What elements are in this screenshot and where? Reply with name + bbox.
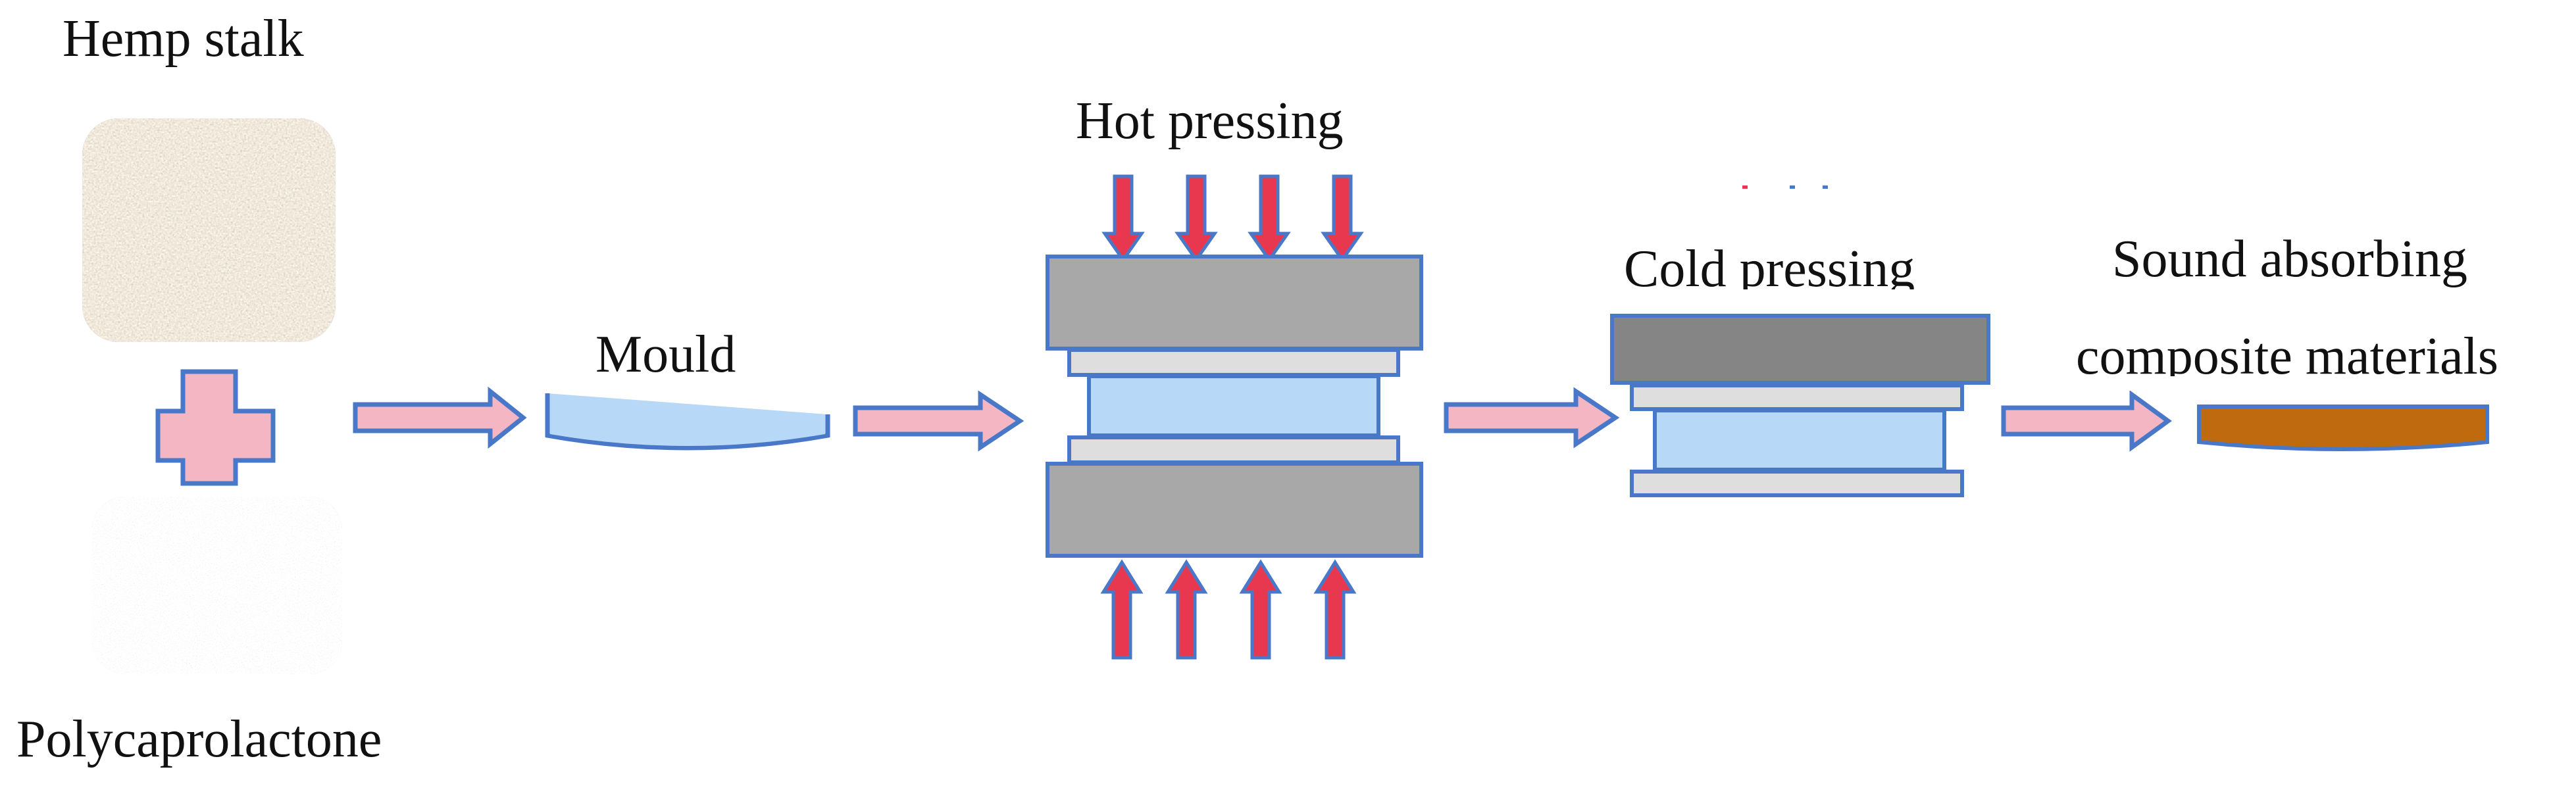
product-label-line2: composite materials xyxy=(2076,328,2498,385)
artifact-dot xyxy=(1823,185,1828,189)
hot-press-up-arrows xyxy=(1100,559,1357,660)
hot-press-down-arrows xyxy=(1101,174,1364,263)
plus-icon xyxy=(155,369,276,486)
hot-press-bottom-platen xyxy=(1046,462,1423,558)
polycaprolactone-image xyxy=(92,497,342,674)
hot-press-top-platen xyxy=(1046,255,1423,351)
cold-press-top-platen xyxy=(1610,314,1990,385)
up-arrow-icon xyxy=(1100,559,1144,660)
right-arrow-icon xyxy=(2001,390,2172,452)
hemp-stalk-label: Hemp stalk xyxy=(63,10,304,68)
down-arrow-icon xyxy=(1101,174,1145,263)
cold-press xyxy=(1610,314,1990,497)
hot-press-top-plate xyxy=(1067,348,1400,377)
artifact-dot xyxy=(1790,185,1795,189)
down-arrow-icon xyxy=(1248,174,1291,263)
hemp-stalk-image xyxy=(82,118,336,342)
label-mask xyxy=(2073,376,2573,391)
sound-absorbing-composite xyxy=(2197,405,2489,451)
mould-fill xyxy=(550,414,825,446)
polycaprolactone-label: Polycaprolactone xyxy=(16,710,382,768)
down-arrow-icon xyxy=(1174,174,1218,263)
pcl-texture-noise xyxy=(92,497,342,674)
up-arrow-icon xyxy=(1313,559,1357,660)
right-arrow-icon xyxy=(1444,387,1620,449)
hemp-texture-noise xyxy=(82,118,336,342)
cold-press-mould xyxy=(1653,408,1946,472)
hot-press-mould xyxy=(1087,374,1380,437)
down-arrow-icon xyxy=(1321,174,1364,263)
hot-pressing-label: Hot pressing xyxy=(1076,92,1344,150)
hot-press-bottom-plate xyxy=(1067,435,1400,464)
cold-pressing-label: Cold pressing xyxy=(1624,240,1915,298)
hot-press xyxy=(1046,255,1423,558)
right-arrow-icon xyxy=(853,390,1024,452)
label-mask xyxy=(1619,289,1961,309)
up-arrow-icon xyxy=(1165,559,1208,660)
cold-press-artifact xyxy=(1742,185,1828,189)
right-arrow-icon xyxy=(353,386,527,449)
cold-press-top-plate xyxy=(1630,383,1964,411)
artifact-dot xyxy=(1742,185,1748,189)
up-arrow-icon xyxy=(1239,559,1282,660)
product-label-line1: Sound absorbing xyxy=(2112,230,2467,288)
mould-label: Mould xyxy=(595,326,736,383)
cold-press-bottom-plate xyxy=(1630,470,1964,497)
